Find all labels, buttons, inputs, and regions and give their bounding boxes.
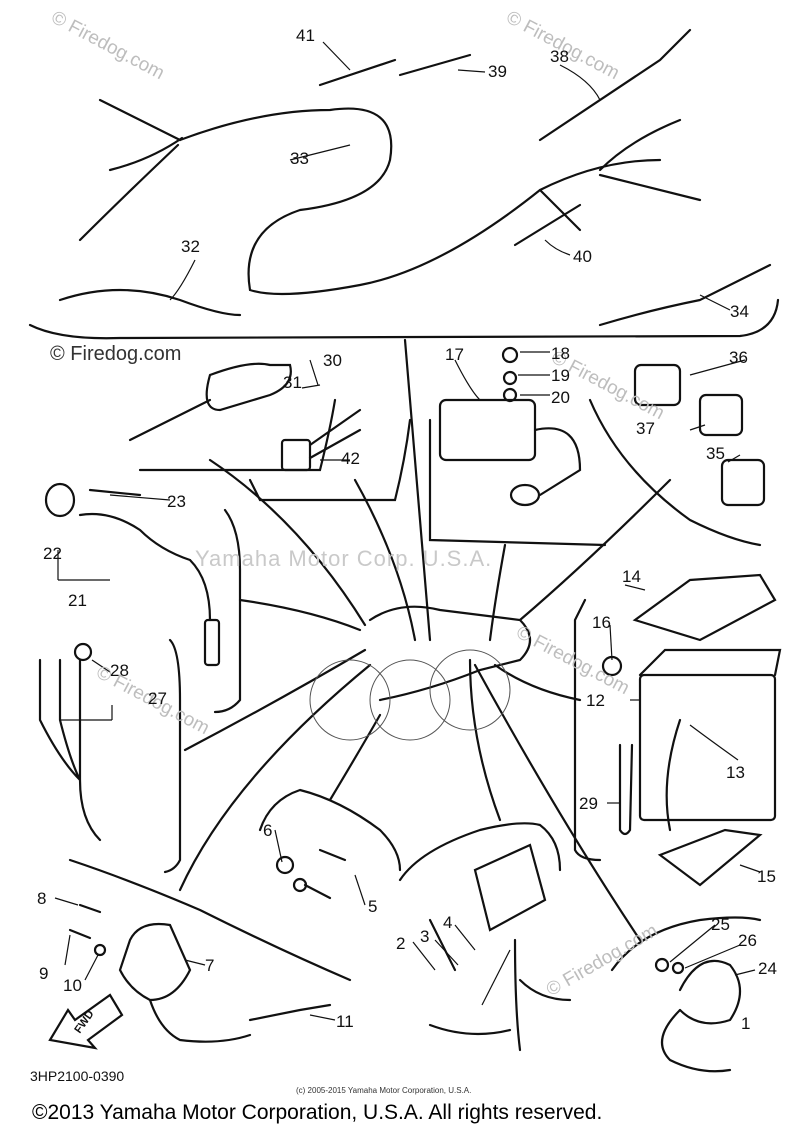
part-label-41: 41 [296,26,315,45]
horn-24 [678,959,742,1025]
part-label-21: 21 [68,591,87,610]
frame-outline [368,605,532,702]
divider-section-5 [258,788,402,872]
part-label-7: 7 [205,956,215,975]
rectifier-17 [438,398,537,462]
part-label-10: 10 [63,976,82,995]
part-label-32: 32 [181,237,200,256]
part-label-18: 18 [551,344,570,363]
copyright-notice: ©2013 Yamaha Motor Corporation, U.S.A. A… [32,1101,603,1124]
part-label-15: 15 [757,867,776,886]
part-label-31: 31 [283,373,302,392]
cdi-unit-1 [473,843,547,932]
part-label-19: 19 [551,366,570,385]
divider-section-24 [610,916,762,972]
part-label-42: 42 [341,449,360,468]
main-switch-22 [44,482,76,518]
bolt-41 [318,58,397,87]
divider-section-42 [248,418,412,502]
small-copyright: (c) 2005-2015 Yamaha Motor Corporation, … [296,1086,472,1095]
main-harness-33 [178,107,662,296]
part-label-22: 22 [43,544,62,563]
fwd-arrow-outline [48,993,124,1050]
relay-30 [205,362,292,412]
part-label-14: 14 [622,567,641,586]
main-switch-21 [78,512,212,622]
coupler-42 [280,438,312,472]
part-label-9: 9 [39,964,49,983]
part-label-33: 33 [290,149,309,168]
lead-38 [538,28,692,142]
part-label-5: 5 [368,897,378,916]
part-label-34: 34 [730,302,749,321]
divider-section-30 [138,398,337,472]
divider-section-21 [213,508,242,714]
part-label-40: 40 [573,247,592,266]
cover-36 [633,363,682,407]
divider-section-7 [68,858,352,982]
part-label-6: 6 [263,821,273,840]
part-label-27: 27 [148,689,167,708]
battery-cover-14 [632,573,777,642]
part-label-35: 35 [706,444,725,463]
part-label-30: 30 [323,351,342,370]
part-label-12: 12 [586,691,605,710]
part-label-24: 24 [758,959,777,978]
divider-section-17 [428,418,607,547]
divider-section-27 [163,638,182,874]
divider-section-35 [588,398,762,547]
battery-band-29 [618,743,634,836]
part-label-23: 23 [167,492,186,511]
strap-39 [398,53,472,77]
bulb-socket-27 [38,658,102,842]
part-label-17: 17 [445,345,464,364]
ignition-coil-7 [118,922,192,1002]
lead-32 [58,288,242,317]
lead-34 [598,263,772,327]
watermark-firedog-3: © Firedog.com [50,343,182,365]
part-label-38: 38 [550,47,569,66]
part-label-4: 4 [443,913,453,932]
divider-section-14 [573,598,602,862]
cover-37 [698,393,744,437]
band-40 [513,203,582,247]
part-label-37: 37 [636,419,655,438]
part-label-1: 1 [741,1014,751,1033]
watermark-yamaha: Yamaha Motor Corp. U.S.A. [195,546,493,571]
part-label-20: 20 [551,388,570,407]
part-label-8: 8 [37,889,47,908]
part-label-3: 3 [420,927,430,946]
battery-13 [638,673,777,822]
battery-pad-15 [657,828,763,887]
part-label-26: 26 [738,931,757,950]
divider-section-1 [398,822,562,882]
part-label-2: 2 [396,934,406,953]
diagram-code: 3HP2100-0390 [30,1068,125,1084]
plug-cap-11 [248,1003,332,1022]
cover-35 [720,458,766,507]
part-label-28: 28 [110,661,129,680]
part-label-36: 36 [729,348,748,367]
part-label-39: 39 [488,62,507,81]
part-label-13: 13 [726,763,745,782]
part-label-25: 25 [711,915,730,934]
divider-top-harness [28,298,780,340]
part-label-29: 29 [579,794,598,813]
part-label-11: 11 [336,1012,354,1031]
part-label-16: 16 [592,613,611,632]
